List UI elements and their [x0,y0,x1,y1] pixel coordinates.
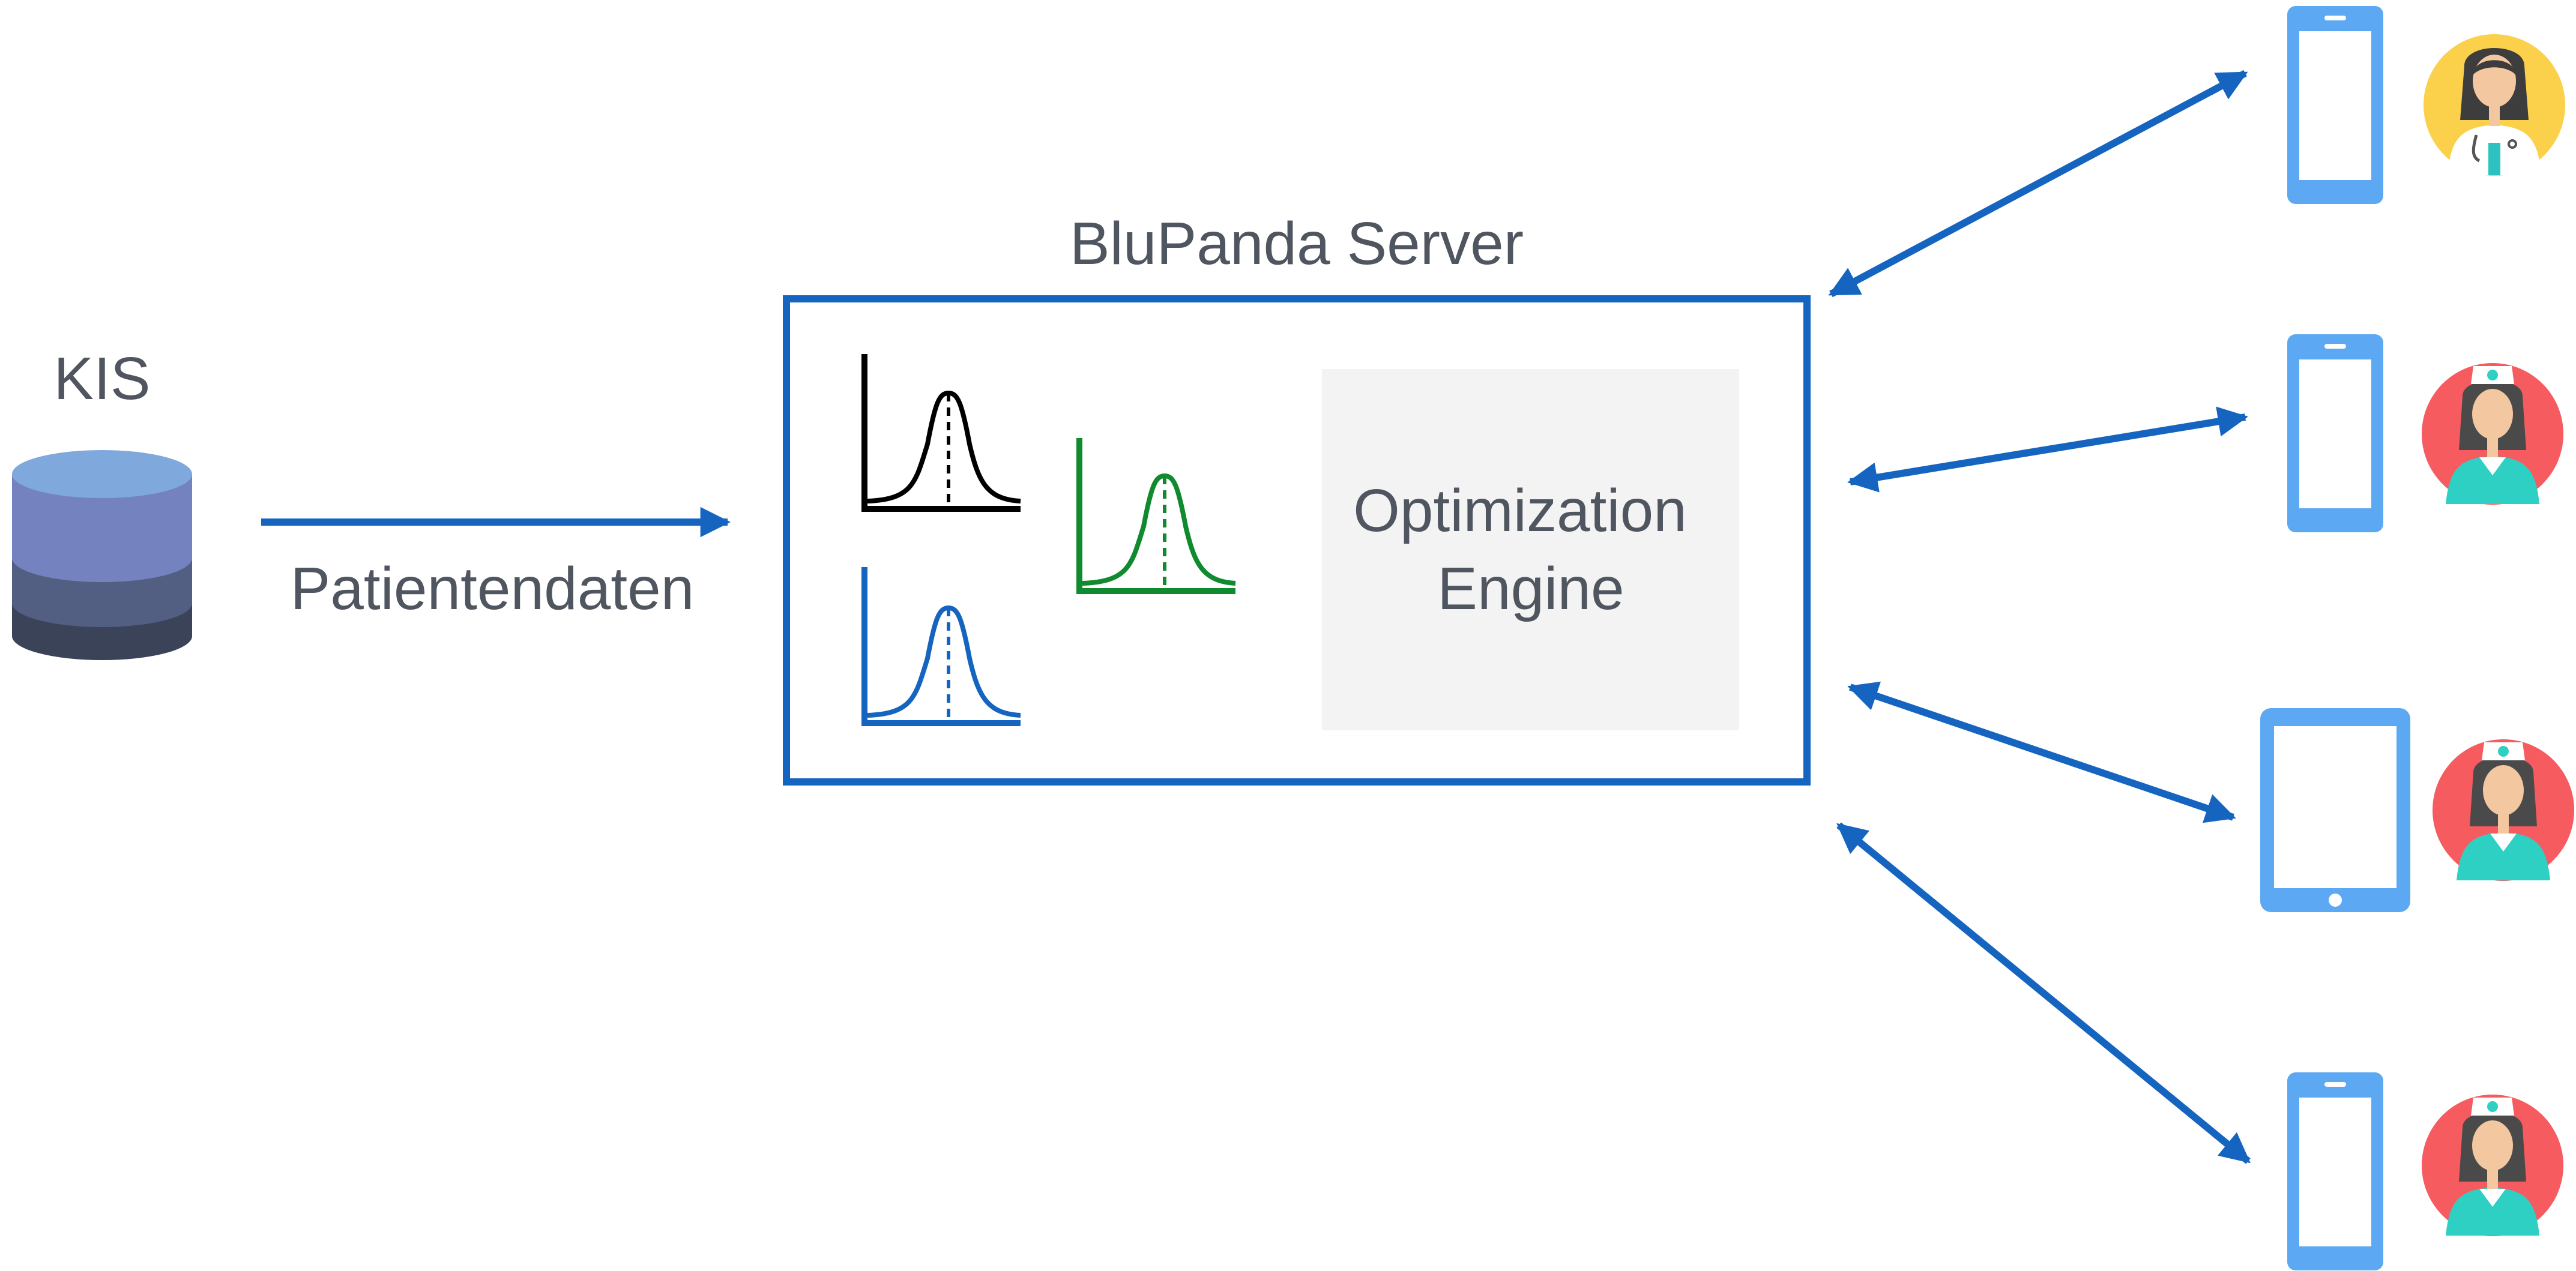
database-icon [12,450,192,660]
server-title: BluPanda Server [1070,210,1524,277]
optimization-engine-box [1322,369,1739,730]
phone-icon [2287,334,2383,532]
engine-label-line2: Engine [1437,555,1624,622]
distribution-chart-blue [861,567,1021,726]
client-arrow-4 [1836,822,2251,1164]
phone-icon [2287,1072,2383,1270]
distribution-chart-green [1076,438,1236,594]
nurse-avatar-icon [2433,739,2574,881]
nurse-avatar-icon [2422,363,2563,505]
nurse-avatar-icon [2422,1095,2563,1236]
phone-icon [2287,6,2383,204]
doctor-avatar-icon [2424,34,2565,176]
tablet-icon [2260,708,2410,912]
engine-label-line1: Optimization [1353,477,1687,544]
kis-label: KIS [53,345,150,412]
client-arrow-1 [1828,70,2248,298]
server-box [783,295,1811,786]
patient-data-label: Patientendaten [291,555,695,622]
client-arrow-3 [1847,681,2236,823]
distribution-chart-black [861,354,1021,512]
client-arrow-2 [1847,406,2248,493]
